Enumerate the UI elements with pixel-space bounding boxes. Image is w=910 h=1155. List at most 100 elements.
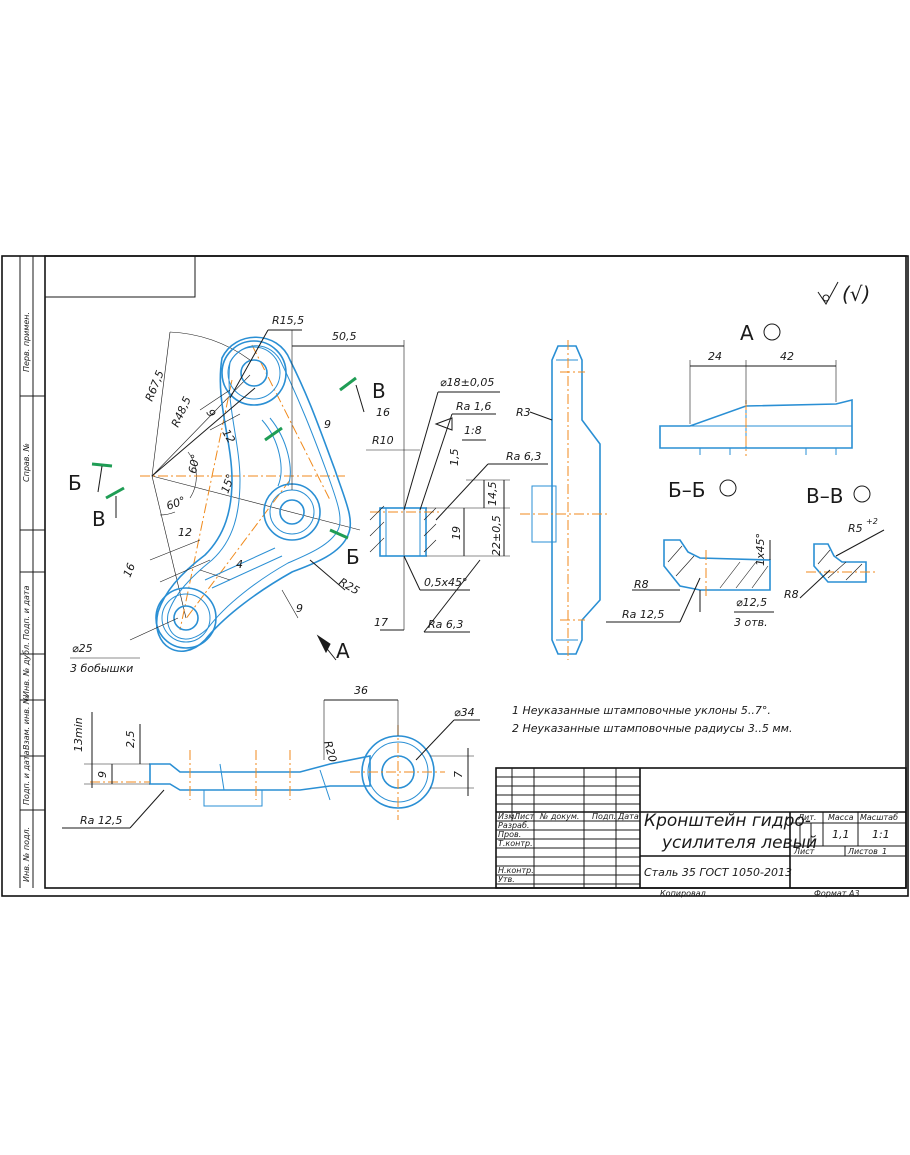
svg-text:(√): (√) <box>842 282 870 306</box>
margin-label: Инв. № дубл. <box>22 642 31 697</box>
svg-text:R8: R8 <box>634 578 649 591</box>
svg-text:9: 9 <box>96 771 109 778</box>
svg-text:⌀34: ⌀34 <box>454 706 475 719</box>
svg-text:В–В: В–В <box>806 484 843 508</box>
svg-text:А: А <box>740 321 754 345</box>
svg-text:⌀12,5: ⌀12,5 <box>736 596 767 609</box>
drawing-title-line-2: усилителя левый <box>661 833 817 853</box>
svg-text:Ra 6,3: Ra 6,3 <box>428 618 463 631</box>
margin-label: Подп. и дата <box>22 750 31 805</box>
section-bb <box>606 479 774 623</box>
svg-text:15°: 15° <box>219 472 238 495</box>
svg-text:Пров.: Пров. <box>498 830 521 839</box>
general-roughness-symbol: (√) <box>817 281 870 306</box>
left-margin-columns <box>19 256 45 888</box>
svg-text:13min: 13min <box>72 717 85 752</box>
section-bb-labels: Б–Б 1x45° R8 Ra 12,5 ⌀12,5 3 отв. <box>622 478 768 629</box>
svg-text:9: 9 <box>296 602 303 615</box>
mass-value: 1,1 <box>832 828 850 841</box>
svg-text:14,5: 14,5 <box>486 482 499 507</box>
margin-label: Подп. и дата <box>22 585 31 640</box>
svg-text:19: 19 <box>450 526 463 540</box>
svg-text:Разраб.: Разраб. <box>498 821 529 830</box>
svg-text:12: 12 <box>178 526 192 539</box>
svg-text:Т.контр.: Т.контр. <box>498 839 533 848</box>
title-block <box>495 767 907 889</box>
svg-text:Масштаб: Масштаб <box>860 813 898 822</box>
svg-text:Ra 6,3: Ra 6,3 <box>506 450 541 463</box>
svg-text:9: 9 <box>203 407 218 420</box>
svg-text:Ra 12,5: Ra 12,5 <box>80 814 122 827</box>
svg-text:60°: 60° <box>186 453 202 474</box>
svg-text:Масса: Масса <box>828 813 854 822</box>
note-1: 1 Неуказанные штамповочные уклоны 5..7°. <box>512 704 771 717</box>
main-view <box>70 329 405 661</box>
svg-text:9: 9 <box>324 418 331 431</box>
svg-text:А: А <box>336 639 350 663</box>
svg-text:2,5: 2,5 <box>124 731 137 749</box>
inner-frame <box>44 255 907 889</box>
svg-text:4: 4 <box>236 558 243 571</box>
svg-text:Формат А3: Формат А3 <box>814 889 860 898</box>
drawing-title-line-1: Кронштейн гидро- <box>644 811 811 831</box>
svg-text:Копировал: Копировал <box>660 889 706 898</box>
svg-text:В: В <box>92 507 106 531</box>
svg-text:Б–Б: Б–Б <box>668 478 705 502</box>
scale-value: 1:1 <box>872 828 890 841</box>
svg-text:R8: R8 <box>784 588 799 601</box>
svg-text:R5: R5 <box>848 522 863 535</box>
svg-text:Ra 1,6: Ra 1,6 <box>456 400 491 413</box>
bore-section <box>366 391 548 633</box>
svg-text:50,5: 50,5 <box>332 330 357 343</box>
svg-text:1x45°: 1x45° <box>754 533 767 566</box>
section-vv <box>799 485 885 599</box>
bore-section-labels: R10 ⌀18±0,05 Ra 1,6 1:8 Ra 6,3 1,5 14,5 … <box>372 376 541 631</box>
notes: 1 Неуказанные штамповочные уклоны 5..7°.… <box>512 704 792 735</box>
svg-text:1,5: 1,5 <box>448 449 461 467</box>
svg-text:R20: R20 <box>321 739 339 763</box>
svg-text:42: 42 <box>780 350 794 363</box>
svg-text:Дата: Дата <box>617 812 639 821</box>
svg-text:36: 36 <box>354 684 368 697</box>
material: Сталь 35 ГОСТ 1050-2013 <box>644 866 792 879</box>
svg-text:16: 16 <box>376 406 390 419</box>
margin-labels: Перв. примен. Справ. № Подп. и дата Инв.… <box>22 312 31 882</box>
svg-text:3 бобышки: 3 бобышки <box>70 662 133 675</box>
svg-text:7: 7 <box>452 771 465 778</box>
margin-label: Перв. примен. <box>22 312 31 372</box>
view-a-labels: А 24 42 <box>708 321 794 363</box>
r3-label: R3 <box>516 406 531 419</box>
svg-text:Изм.: Изм. <box>498 812 517 821</box>
bottom-view <box>62 699 480 829</box>
title-block-text: Изм. Лист № докум. Подп. Дата Разраб. Пр… <box>498 811 898 898</box>
svg-text:Листов: Листов <box>847 847 878 856</box>
svg-text:R48,5: R48,5 <box>169 395 194 430</box>
svg-text:⌀25: ⌀25 <box>72 642 93 655</box>
top-left-box <box>44 255 196 298</box>
svg-text:R15,5: R15,5 <box>272 314 304 327</box>
svg-text:+2: +2 <box>866 517 878 526</box>
svg-text:Лист: Лист <box>793 847 815 856</box>
svg-text:R25: R25 <box>337 575 362 597</box>
svg-text:Б: Б <box>68 471 82 495</box>
section-vv-labels: В–В R5 +2 R8 <box>784 484 878 601</box>
margin-label: Инв. № подл. <box>22 827 31 882</box>
svg-text:22±0,5: 22±0,5 <box>490 515 503 556</box>
svg-text:12: 12 <box>219 427 237 446</box>
margin-label: Справ. № <box>22 443 31 482</box>
svg-text:24: 24 <box>708 350 722 363</box>
svg-text:⌀18±0,05: ⌀18±0,05 <box>440 376 494 389</box>
side-view <box>520 340 610 660</box>
svg-text:0,5x45°: 0,5x45° <box>424 576 468 589</box>
svg-text:1:8: 1:8 <box>464 424 482 437</box>
svg-text:60°: 60° <box>165 494 188 513</box>
margin-label: Взам. инв. № <box>22 696 31 750</box>
svg-text:Подп.: Подп. <box>592 812 616 821</box>
svg-text:№ докум.: № докум. <box>539 812 579 821</box>
view-a <box>659 323 853 456</box>
svg-text:17: 17 <box>374 616 388 629</box>
svg-text:Ra 12,5: Ra 12,5 <box>622 608 664 621</box>
svg-text:Утв.: Утв. <box>498 875 515 884</box>
svg-text:Б: Б <box>346 545 360 569</box>
